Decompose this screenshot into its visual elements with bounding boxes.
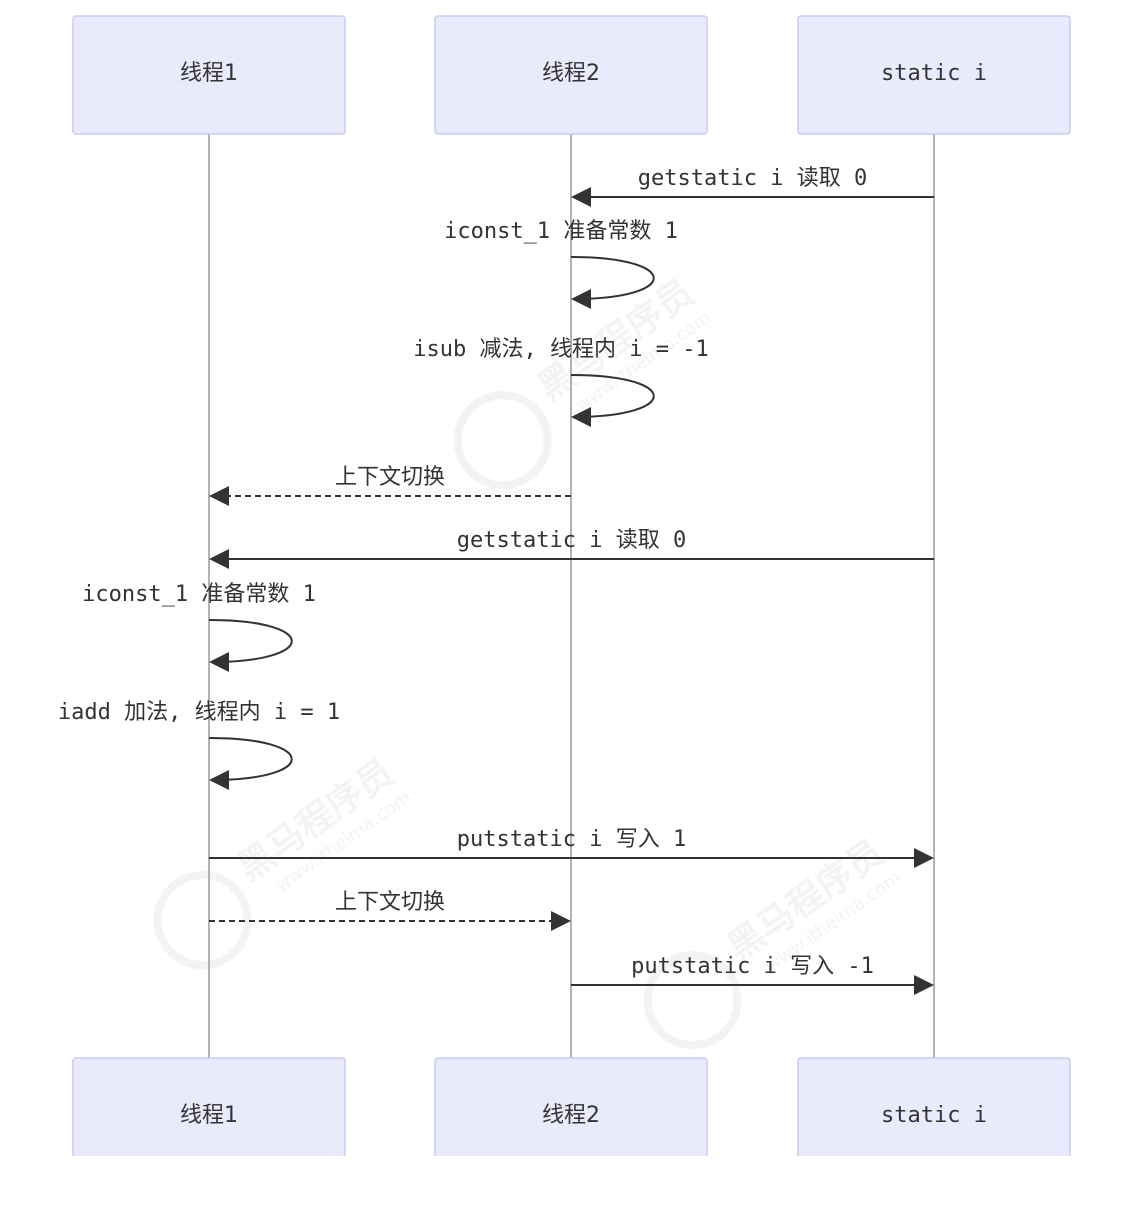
participant-label: static i: [881, 1103, 987, 1128]
message-8: 上下文切换: [209, 890, 571, 931]
message-label: putstatic i 写入 1: [457, 827, 686, 852]
message-label: 上下文切换: [335, 465, 445, 490]
lifelines: [208, 134, 935, 1058]
participant-box: [797, 15, 1071, 135]
watermark-logo-icon: [643, 951, 742, 1050]
participant-si-bottom: static i: [797, 1057, 1071, 1159]
message-0: getstatic i 读取 0: [571, 166, 934, 207]
actors-top: 线程1 线程2 static i: [72, 15, 1071, 135]
participant-label: 线程1: [180, 61, 238, 86]
message-label: isub 减法, 线程内 i = -1: [413, 337, 708, 362]
message-4: getstatic i 读取 0: [209, 528, 934, 569]
message-label: 上下文切换: [335, 890, 445, 915]
participant-t2-top: 线程2: [434, 15, 708, 135]
message-1: iconst_1 准备常数 1: [444, 219, 678, 309]
watermark-logo-icon: [453, 391, 552, 490]
self-loop-arrow: [570, 374, 655, 427]
message-label: getstatic i 读取 0: [638, 166, 867, 191]
participant-t1-bottom: 线程1: [72, 1057, 346, 1159]
message-label: iconst_1 准备常数 1: [82, 582, 316, 607]
participant-si-top: static i: [797, 15, 1071, 135]
self-loop-arrow: [208, 737, 293, 790]
bottom-mask: [0, 1156, 1143, 1205]
participant-label: 线程2: [542, 61, 600, 86]
participant-label: 线程2: [542, 1103, 600, 1128]
message-6: iadd 加法, 线程内 i = 1: [58, 700, 340, 790]
message-label: iadd 加法, 线程内 i = 1: [58, 700, 340, 725]
messages: getstatic i 读取 0 iconst_1 准备常数 1 isub 减法, …: [58, 166, 934, 995]
message-2: isub 减法, 线程内 i = -1: [413, 337, 709, 427]
message-5: iconst_1 准备常数 1: [82, 582, 316, 672]
participant-box: [72, 15, 346, 135]
message-label: getstatic i 读取 0: [457, 528, 686, 553]
self-loop-arrow: [208, 619, 293, 672]
message-label: iconst_1 准备常数 1: [444, 219, 678, 244]
participant-box: [434, 15, 708, 135]
self-loop-arrow: [570, 256, 655, 309]
actors-bottom: 线程1 线程2 static i: [0, 1057, 1143, 1205]
participant-t1-top: 线程1: [72, 15, 346, 135]
message-7: putstatic i 写入 1: [209, 827, 934, 868]
message-9: putstatic i 写入 -1: [571, 954, 934, 995]
participant-t2-bottom: 线程2: [434, 1057, 708, 1159]
participant-label: static i: [881, 61, 987, 86]
participant-label: 线程1: [180, 1103, 238, 1128]
watermark-logo-icon: [153, 871, 252, 970]
message-3: 上下文切换: [209, 465, 571, 506]
message-label: putstatic i 写入 -1: [631, 954, 874, 979]
